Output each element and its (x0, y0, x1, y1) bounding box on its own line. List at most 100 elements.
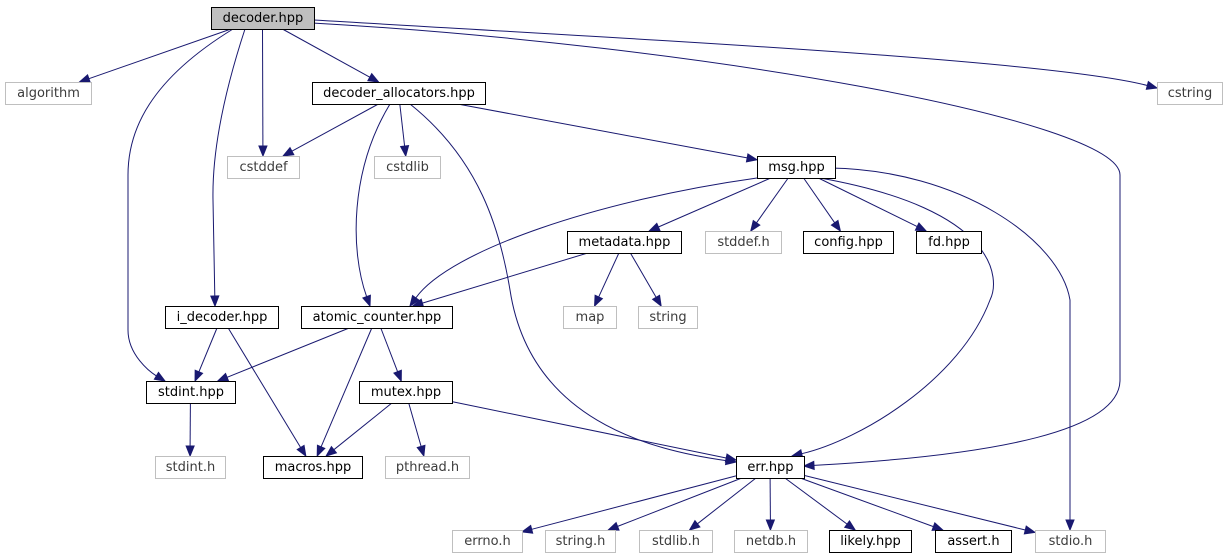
arrowhead (393, 369, 402, 383)
arrowhead (914, 222, 928, 232)
edge-line (333, 402, 393, 451)
node-label: errno.h (464, 534, 511, 549)
node-label: decoder.hpp (223, 11, 304, 26)
node-decoder[interactable]: decoder.hpp (211, 7, 315, 30)
edge-line (226, 327, 350, 378)
edge-line (198, 327, 218, 372)
node-msg[interactable]: msg.hpp (757, 156, 836, 179)
arrowhead (745, 153, 759, 163)
node-box (734, 530, 808, 553)
edge-atomic_counter-to-stdint_hpp (216, 327, 350, 382)
edge-mutex-to-macros (325, 402, 393, 457)
node-assert[interactable]: assert.h (935, 530, 1012, 553)
edge-decoder-to-err (311, 22, 1121, 471)
node-box (567, 231, 682, 254)
node-box (736, 456, 805, 479)
node-algorithm: algorithm (5, 82, 92, 105)
node-i-decoder[interactable]: i_decoder.hpp (165, 306, 279, 329)
node-macros[interactable]: macros.hpp (263, 456, 363, 479)
edge-line (803, 474, 1026, 531)
edge-msg-to-err (790, 177, 994, 459)
node-string-h: string.h (545, 530, 616, 553)
edge-line (697, 477, 757, 525)
node-label: stdint.hpp (158, 385, 224, 400)
node-label: mutex.hpp (371, 385, 441, 400)
node-label: stdint.h (166, 460, 215, 475)
node-pthread: pthread.h (385, 456, 470, 479)
node-box (563, 306, 617, 329)
edge-err-to-errno (520, 475, 737, 534)
edge-line (399, 103, 406, 147)
edge-msg-to-config (803, 177, 842, 233)
edge-decoder-to-cstring (313, 19, 1159, 90)
node-likely[interactable]: likely.hpp (829, 530, 912, 553)
edge-line (457, 103, 748, 159)
edge-decoder_allocators-to-atomic_counter (355, 103, 391, 308)
arrowhead (647, 222, 661, 232)
node-label: config.hpp (814, 235, 883, 250)
edge-line (291, 103, 379, 152)
edge-line (801, 177, 994, 455)
node-atomic-counter[interactable]: atomic_counter.hpp (301, 306, 453, 329)
edge-i_decoder-to-stdint_hpp (194, 327, 218, 383)
edge-err-to-likely (784, 477, 857, 531)
edge-i_decoder-to-macros (227, 327, 307, 458)
node-errno: errno.h (452, 530, 523, 553)
edges-layer (78, 19, 1159, 535)
arrowhead (153, 371, 167, 382)
arrowhead (185, 445, 195, 458)
edge-line (212, 28, 246, 297)
node-box (1157, 82, 1223, 105)
edge-msg-to-stddef_h (749, 177, 789, 233)
node-box (1035, 530, 1106, 553)
node-box (638, 306, 698, 329)
node-label: likely.hpp (840, 534, 901, 549)
node-label: pthread.h (396, 460, 459, 475)
nodes-layer: decoder.hpp algorithm decoder_allocators.h… (5, 7, 1223, 553)
node-stddef-h: stddef.h (705, 231, 782, 254)
edge-line (311, 22, 1121, 466)
edge-err-to-stdlib_h (688, 477, 757, 531)
node-box (935, 530, 1012, 553)
edge-decoder_allocators-to-err (409, 103, 738, 466)
edge-decoder-to-i_decoder (210, 28, 246, 308)
arrowhead (316, 444, 326, 458)
edge-line (282, 28, 371, 78)
node-decoder-allocators[interactable]: decoder_allocators.hpp (312, 82, 486, 105)
node-metadata[interactable]: metadata.hpp (567, 231, 682, 254)
edge-line (415, 177, 758, 299)
node-netdb: netdb.h (734, 530, 808, 553)
edge-line (598, 252, 620, 298)
arrowhead (416, 444, 426, 458)
node-label: macros.hpp (275, 460, 351, 475)
node-fd[interactable]: fd.hpp (916, 231, 982, 254)
node-label: algorithm (17, 86, 80, 101)
arrowhead (399, 145, 410, 158)
node-box (545, 530, 616, 553)
node-box (5, 82, 92, 105)
node-cstdlib: cstdlib (374, 156, 441, 179)
node-err[interactable]: err.hpp (736, 456, 805, 479)
edge-msg-to-fd (818, 177, 928, 232)
node-stdint-hpp[interactable]: stdint.hpp (146, 381, 236, 404)
node-label: cstring (1168, 86, 1212, 101)
node-label: msg.hpp (768, 160, 825, 175)
node-cstddef: cstddef (227, 156, 300, 179)
node-config[interactable]: config.hpp (803, 231, 894, 254)
node-string: string (638, 306, 698, 329)
edge-decoder-to-decoder_allocators (282, 28, 380, 83)
arrowhead (802, 460, 815, 471)
node-box (146, 381, 236, 404)
node-label: map (576, 310, 605, 325)
edge-decoder_allocators-to-cstddef (281, 103, 379, 157)
node-label: decoder_allocators.hpp (323, 86, 475, 101)
node-mutex[interactable]: mutex.hpp (359, 381, 453, 404)
edge-err-to-stdio (803, 474, 1037, 535)
node-box (705, 231, 782, 254)
arrowhead (210, 295, 220, 308)
edge-line (617, 477, 742, 527)
edge-line (422, 252, 588, 304)
node-stdint-h: stdint.h (155, 456, 226, 479)
node-box (227, 156, 300, 179)
edge-stdint_hpp-to-stdint_h (185, 402, 195, 458)
